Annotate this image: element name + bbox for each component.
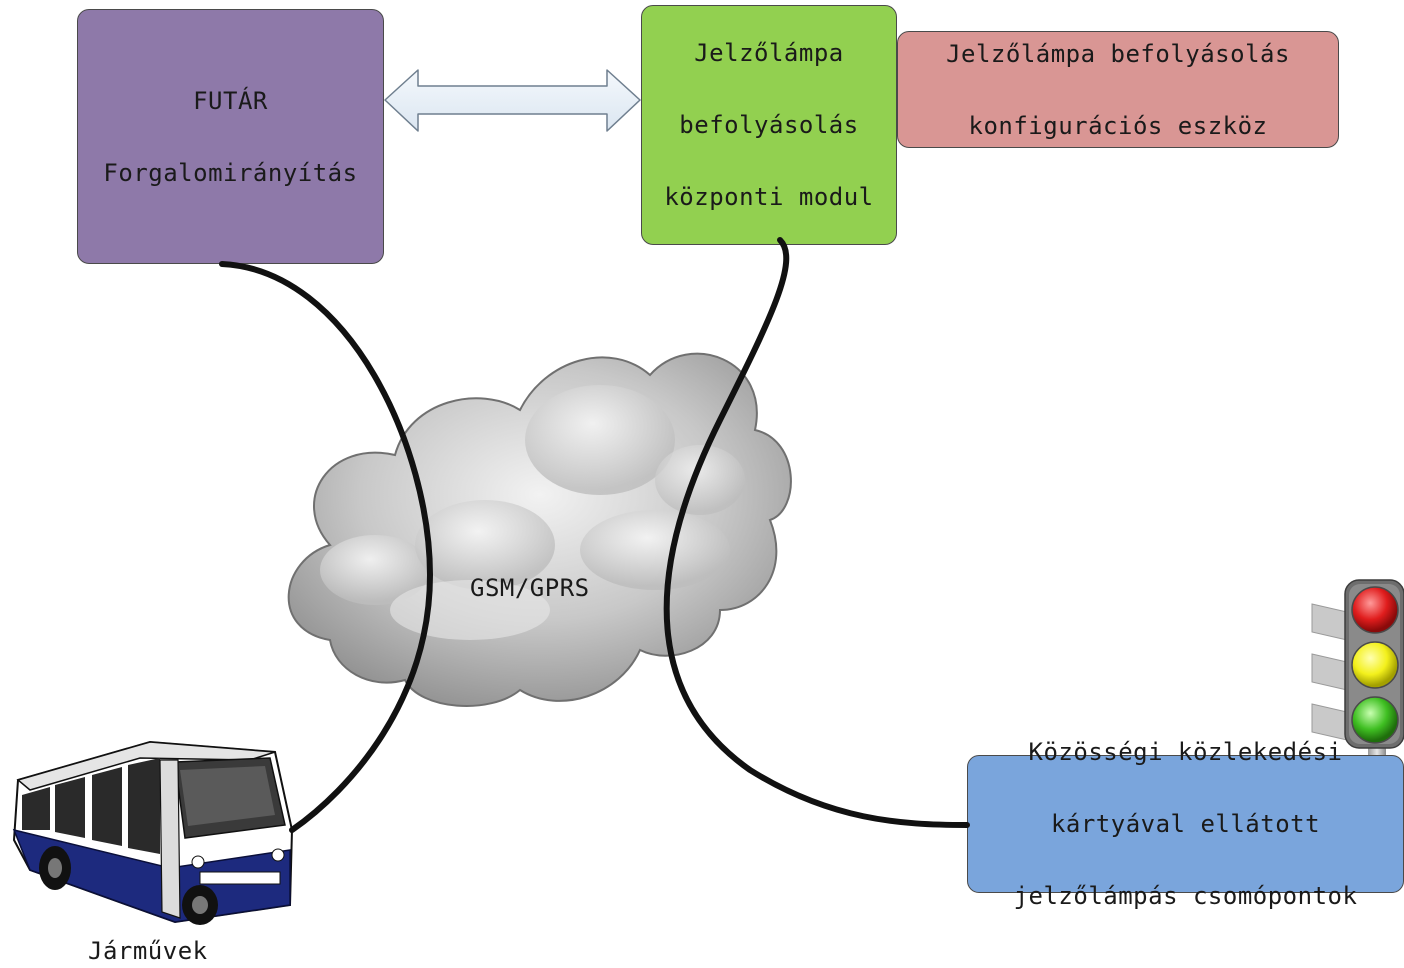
bus-icon — [12, 740, 294, 925]
junction-box-line-3: jelzőlámpás csomópontok — [1013, 882, 1358, 910]
connector-futar-to-vehicles — [219, 261, 434, 833]
cloud-icon — [287, 352, 792, 707]
futar-box-line-1: FUTÁR — [193, 86, 268, 115]
central-box-line-1: Jelzőlámpa — [694, 39, 844, 67]
config-box-line-2: konfigurációs eszköz — [968, 111, 1268, 140]
traffic-light-icon — [1311, 579, 1404, 759]
futar-traffic-control-box: FUTÁR Forgalomirányítás — [77, 9, 384, 264]
green-lamp-icon — [1351, 696, 1399, 744]
yellow-lamp-icon — [1351, 641, 1399, 689]
double-arrow-icon — [384, 69, 641, 132]
junction-box-line-1: Közösségi közlekedési — [1028, 738, 1343, 766]
config-tool-box: Jelzőlámpa befolyásolás konfigurációs es… — [897, 31, 1339, 148]
cloud-label: GSM/GPRS — [470, 574, 590, 602]
central-box-line-2: befolyásolás — [679, 111, 859, 139]
red-lamp-icon — [1351, 586, 1399, 634]
config-box-line-1: Jelzőlámpa befolyásolás — [946, 39, 1290, 68]
central-module-box: Jelzőlámpa befolyásolás központi modul — [641, 5, 897, 245]
connector-central-to-junctions — [663, 237, 970, 828]
central-box-line-3: központi modul — [664, 183, 874, 211]
futar-box-line-2: Forgalomirányítás — [103, 158, 358, 187]
junction-box-line-2: kártyával ellátott — [1050, 810, 1321, 838]
vehicles-label: Járművek — [88, 937, 208, 965]
